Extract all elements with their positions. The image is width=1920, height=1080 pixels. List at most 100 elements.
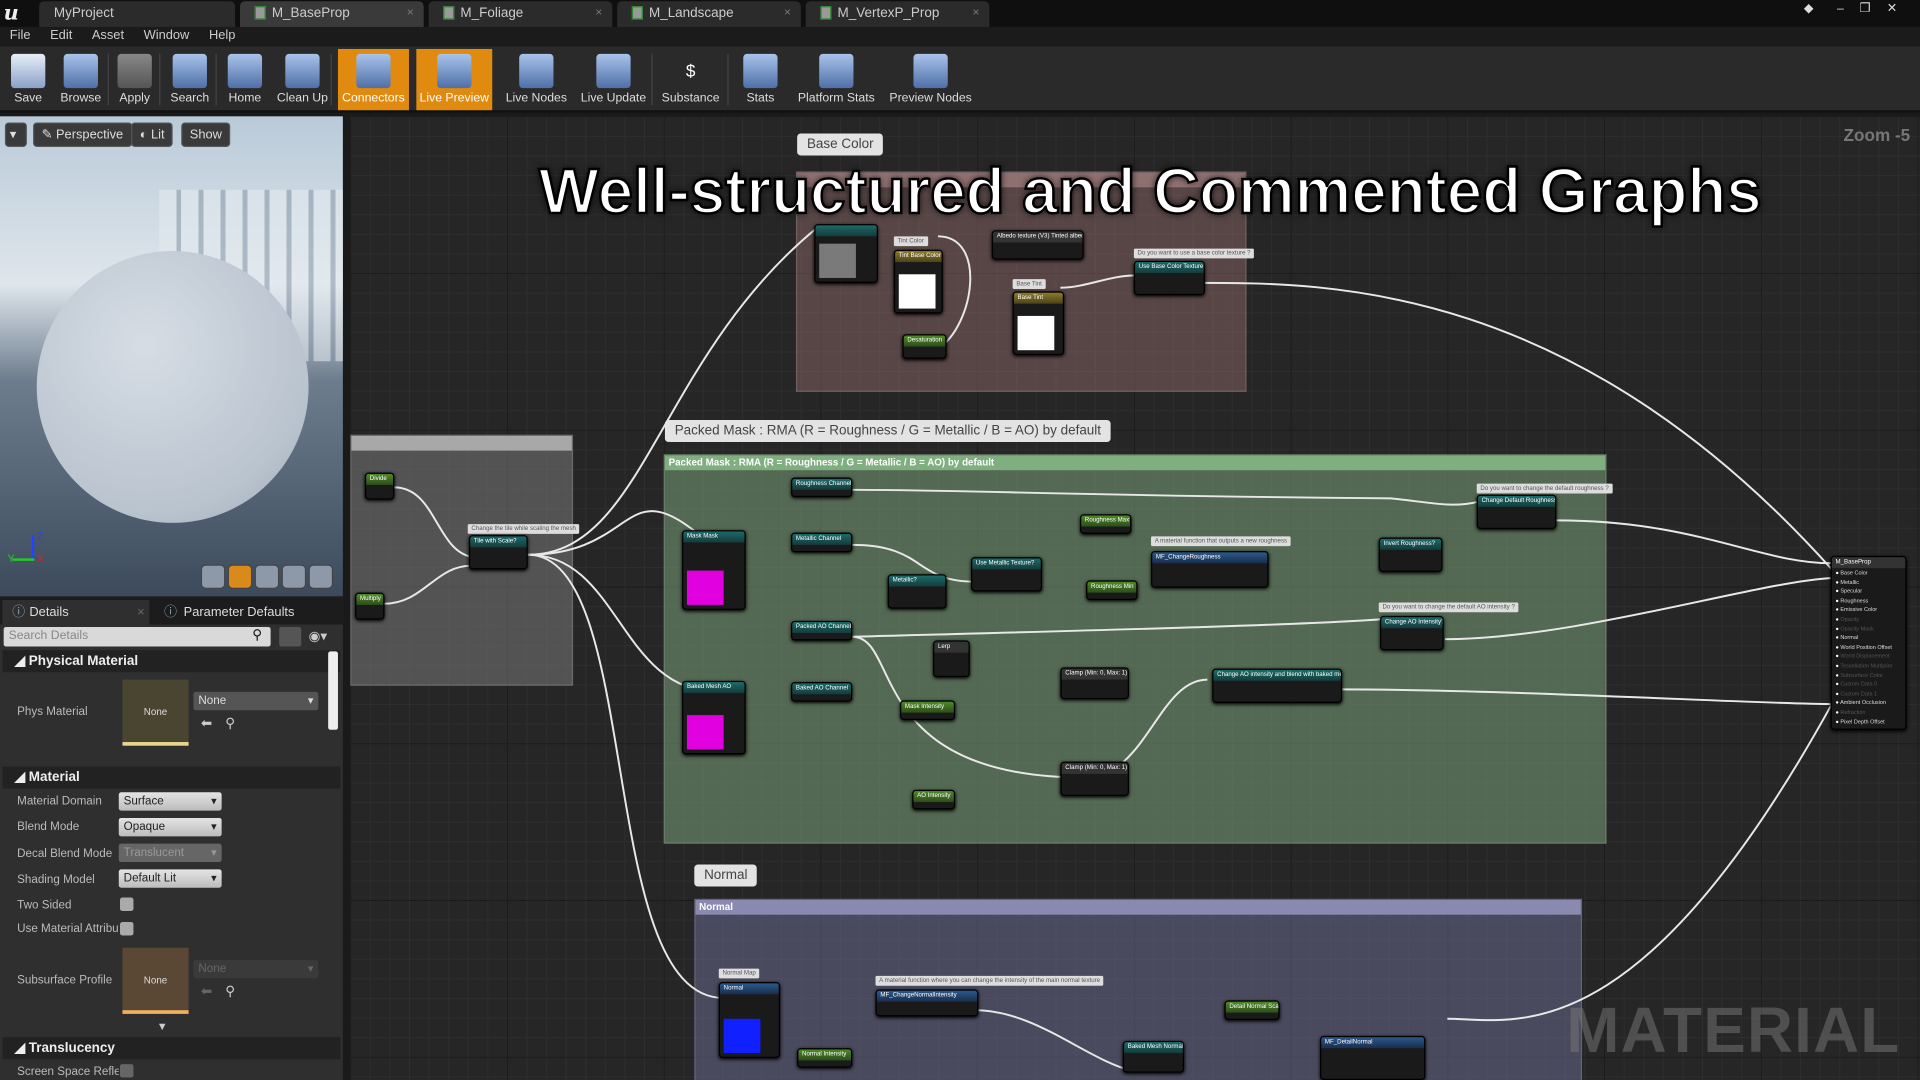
invert-roughness-switch[interactable]: Invert Roughness? [1378, 537, 1443, 572]
eye-icon[interactable]: ◉▾ [308, 629, 328, 645]
metallic-switch[interactable]: Metallic? [887, 574, 947, 609]
mf-detail-normal-node[interactable]: MF_DetailNormal [1320, 1035, 1426, 1080]
close-icon[interactable]: × [406, 6, 414, 20]
roughness-channel-node[interactable]: Roughness Channel [791, 477, 853, 498]
comment-bubble-base-color[interactable]: Base Color [797, 133, 884, 156]
tab-m-vertexp-prop[interactable]: M_VertexP_Prop× [805, 1, 990, 27]
close-icon[interactable]: × [783, 6, 792, 20]
search-details-input[interactable]: Search Details [3, 626, 271, 647]
phys-material-thumbnail[interactable]: None [122, 679, 189, 746]
texture-sample-node[interactable] [814, 224, 878, 283]
use-metallic-texture-switch[interactable]: Use Metallic Texture? [971, 557, 1043, 592]
tint-base-color-node[interactable]: Tint Base Color [893, 249, 943, 314]
browse-search-icon[interactable]: ⚲ [225, 984, 236, 1000]
mf-change-normal-intensity-node[interactable]: MF_ChangeNormalIntensity [875, 989, 979, 1017]
two-sided-checkbox[interactable] [120, 897, 134, 912]
blend-mode-dropdown[interactable]: Opaque [118, 817, 222, 837]
base-tint-node[interactable]: Base Tint [1012, 291, 1065, 356]
cube-preview-icon[interactable] [281, 564, 307, 589]
use-material-attributes-checkbox[interactable] [120, 922, 134, 936]
menu-help[interactable]: Help [208, 28, 236, 43]
ao-intensity-node[interactable]: AO Intensity [912, 789, 956, 810]
close-icon[interactable]: × [137, 604, 145, 620]
result-pin[interactable]: ● Normal [1835, 634, 1859, 641]
live-nodes-button[interactable]: Live Nodes [502, 49, 571, 110]
packed-ao-channel-node[interactable]: Packed AO Channel [791, 620, 853, 641]
result-pin[interactable]: ● Roughness [1835, 597, 1869, 604]
sphere-preview-icon[interactable] [227, 564, 253, 589]
show-button[interactable]: Show [181, 122, 231, 147]
detail-normal-scale-node[interactable]: Detail Normal Scale [1224, 1000, 1280, 1021]
notification-icon[interactable]: ◆ [1803, 2, 1814, 16]
tab-project[interactable]: MyProject [39, 1, 236, 27]
change-ao-intensity-switch[interactable]: Change AO Intensity? [1380, 615, 1444, 651]
platform-stats-button[interactable]: Platform Stats [793, 49, 879, 110]
phys-material-picker[interactable]: None [193, 691, 319, 711]
roughness-min-node[interactable]: Roughness Min [1086, 580, 1138, 601]
result-pin[interactable]: ● Custom Data 0 [1835, 680, 1878, 688]
menu-edit[interactable]: Edit [50, 28, 73, 43]
roughness-max-node[interactable]: Roughness Max [1080, 514, 1132, 534]
tile-with-scale-switch[interactable]: Tile with Scale? [468, 535, 528, 570]
result-pin[interactable]: ● Custom Data 1 [1835, 690, 1878, 697]
viewport-options-button[interactable]: ▾ [4, 122, 27, 147]
clamp-node[interactable]: Clamp (Min: 0, Max: 1) [1060, 667, 1129, 700]
minimize-button[interactable]: – [1837, 2, 1844, 16]
plane-preview-icon[interactable] [254, 564, 280, 589]
baked-mesh-normal-switch[interactable]: Baked Mesh Normal? [1122, 1040, 1185, 1073]
section-physical-material[interactable]: ◢ Physical Material [2, 650, 341, 673]
result-pin[interactable]: ● Subsurface Color [1835, 671, 1883, 678]
tab-m-baseprop[interactable]: M_BaseProp× [240, 1, 424, 27]
save-button[interactable]: Save [5, 49, 52, 110]
material-graph-canvas[interactable]: Base Color Packed Mask : RMA (R = Roughn… [350, 116, 1920, 1080]
scrollbar[interactable] [328, 651, 338, 730]
browse-button[interactable]: Browse [56, 49, 105, 110]
result-pin[interactable]: ● Tessellation Multiplier [1835, 662, 1893, 669]
substance-button[interactable]: $Substance [656, 49, 725, 110]
result-pin[interactable]: ● Specular [1835, 587, 1863, 595]
shading-model-dropdown[interactable]: Default Lit [118, 869, 222, 888]
menu-window[interactable]: Window [143, 28, 190, 43]
albedo-function-node[interactable]: Albedo texture (V3) Tinted albedo [991, 230, 1084, 260]
search-button[interactable]: Search [164, 49, 215, 110]
menu-file[interactable]: File [9, 28, 31, 43]
close-icon[interactable]: × [972, 6, 980, 20]
close-window-button[interactable]: ✕ [1886, 2, 1897, 16]
result-pin[interactable]: ● Emissive Color [1835, 606, 1878, 613]
section-material[interactable]: ◢ Material [2, 766, 341, 789]
maximize-button[interactable]: ❐ [1859, 2, 1871, 16]
divide-node[interactable]: Divide [364, 472, 395, 500]
result-pin[interactable]: ● Opacity Mask [1835, 625, 1874, 632]
screen-space-reflections-checkbox[interactable] [120, 1064, 134, 1078]
section-translucency[interactable]: ◢ Translucency [2, 1037, 341, 1060]
change-ao-blend-switch[interactable]: Change AO intensity and blend with baked… [1212, 668, 1343, 703]
live-preview-button[interactable]: Live Preview [416, 48, 493, 111]
result-pin[interactable]: ● Metallic [1835, 578, 1860, 585]
desaturation-node[interactable]: Desaturation [902, 334, 947, 359]
result-pin[interactable]: ● World Position Offset [1835, 643, 1892, 650]
use-selected-arrow-icon[interactable]: ⬅ [200, 716, 213, 732]
view-options-icon[interactable] [279, 626, 302, 647]
metallic-channel-node[interactable]: Metallic Channel [791, 532, 853, 553]
clean-up-button[interactable]: Clean Up [274, 49, 330, 110]
mask-texture-node[interactable]: Mask Mask [682, 530, 746, 610]
tab-m-foliage[interactable]: M_Foliage× [428, 1, 613, 27]
close-icon[interactable]: × [595, 6, 603, 20]
material-result-node[interactable]: M_BaseProp● Base Color● Metallic● Specul… [1830, 555, 1907, 730]
stats-button[interactable]: Stats [732, 49, 788, 110]
comment-bubble-normal[interactable]: Normal [694, 864, 758, 887]
result-pin[interactable]: ● World Displacement [1835, 653, 1890, 660]
baked-ao-channel-node[interactable]: Baked AO Channel [791, 682, 853, 702]
lit-button[interactable]: ◐ Lit [131, 122, 174, 147]
preview-viewport[interactable]: ▾ ✎ Perspective ◐ Lit Show Z Y X [0, 116, 343, 597]
result-pin[interactable]: ● Ambient Occlusion [1835, 699, 1887, 706]
baked-mesh-ao-node[interactable]: Baked Mesh AO [682, 680, 746, 755]
change-default-roughness-switch[interactable]: Change Default Roughness? [1476, 494, 1557, 529]
teapot-preview-icon[interactable] [308, 564, 334, 589]
browse-search-icon[interactable]: ⚲ [225, 716, 236, 732]
connectors-button[interactable]: Connectors [337, 48, 409, 111]
comment-box-packed-mask[interactable]: Packed Mask : RMA (R = Roughness / G = M… [663, 454, 1607, 844]
multiply-node[interactable]: Multiply [355, 592, 385, 620]
apply-button[interactable]: Apply [110, 49, 159, 110]
